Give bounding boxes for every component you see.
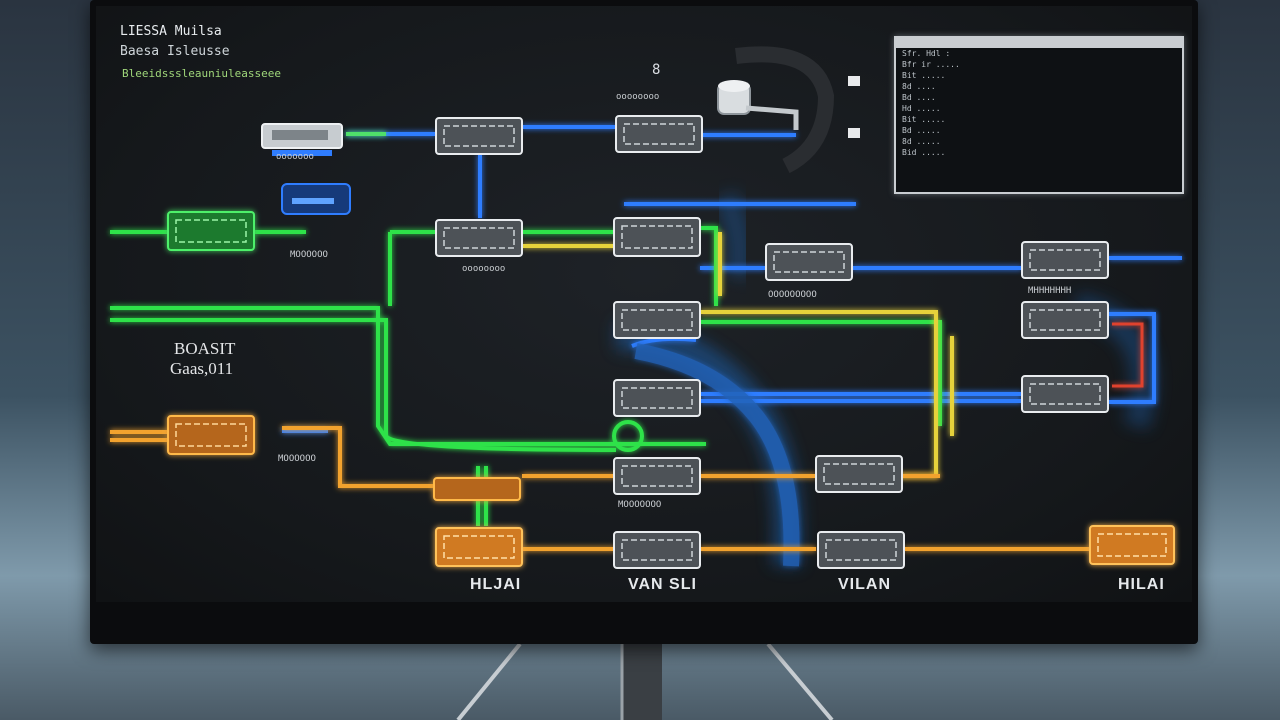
orange-device-bottom (435, 527, 523, 567)
terminal-window[interactable]: Sfr. Hdl : Bfr ir ..... Bit ..... 8d ...… (894, 36, 1184, 194)
terminal-line: Sfr. Hdl : (902, 49, 951, 58)
switch-caption-c: MHHHHHHH (1028, 286, 1072, 296)
orange-device-left (167, 415, 255, 455)
terminal-line: Hd ..... (902, 104, 941, 113)
side-label-line-1: BOASIT (174, 339, 236, 358)
terminal-line: 8d .... (902, 82, 936, 91)
terminal-titlebar[interactable] (896, 38, 1182, 48)
orange-device-mid (433, 477, 521, 501)
switch-core-2 (613, 379, 701, 417)
router-caption: oooooooo (616, 92, 660, 102)
gateway-caption: ooooooo (276, 152, 314, 162)
terminal-line: Bit ..... (902, 71, 946, 80)
network-topology (110, 46, 1182, 569)
side-label-line-2: Gaas,011 (170, 359, 234, 378)
terminal-line: Bid ..... (902, 148, 946, 157)
orange-device-caption: MOOOOOO (278, 454, 316, 464)
switch-mid-2 (613, 217, 701, 257)
switch-caption-b: OOOOOOOOO (768, 290, 817, 300)
orange-links (110, 426, 1090, 551)
switch-devices (435, 115, 1109, 569)
switch-caption-d: MOOOOOOO (618, 500, 662, 510)
green-device-caption: MOOOOOO (290, 250, 328, 260)
vlan-label-2: VAN SLI (628, 576, 697, 593)
blue-links (282, 125, 1182, 433)
router-label: 8 (652, 62, 661, 78)
panel-toggle-icon[interactable] (848, 76, 860, 86)
switch-access-1 (613, 457, 701, 495)
green-links (110, 132, 942, 526)
switch-far-2 (1021, 301, 1109, 339)
switch-right-1 (765, 243, 853, 281)
header-subtitle: Baesa Isleusse (120, 44, 230, 59)
terminal-line: Bd ..... (902, 126, 941, 135)
switch-bottom-2 (817, 531, 905, 569)
header-description: Bleeidsssleauniuleasseee (122, 67, 281, 80)
terminal-line: Bfr ir ..... (902, 60, 960, 69)
vlan-label-1: HLJAI (470, 576, 522, 593)
switch-far-1 (1021, 241, 1109, 279)
terminal-line: 8d ..... (902, 137, 941, 146)
router-icon (717, 46, 835, 174)
vlan-label-3: VILAN (838, 576, 891, 593)
green-device (167, 211, 255, 251)
switch-bottom-1 (613, 531, 701, 569)
switch-far-3 (1021, 375, 1109, 413)
switch-caption-a: oooooooo (462, 264, 506, 274)
switch-core-1 (613, 301, 701, 339)
switch-top-2 (615, 115, 703, 153)
red-link (1112, 322, 1144, 388)
terminal-line: Bit ..... (902, 115, 946, 124)
vlan-label-4: HILAI (1118, 576, 1165, 593)
orange-device-right (1089, 525, 1175, 565)
panel-toggle-icon-2[interactable] (848, 128, 860, 138)
switch-access-2 (815, 455, 903, 493)
network-diagram-screen: LIESSA Muilsa Baesa Isleusse Bleeidsssle… (96, 6, 1192, 602)
gateway-device (261, 123, 351, 215)
switch-mid-1 (435, 219, 523, 257)
header-title: LIESSA Muilsa (120, 24, 222, 39)
switch-top-1 (435, 117, 523, 155)
terminal-line: Bd .... (902, 93, 936, 102)
